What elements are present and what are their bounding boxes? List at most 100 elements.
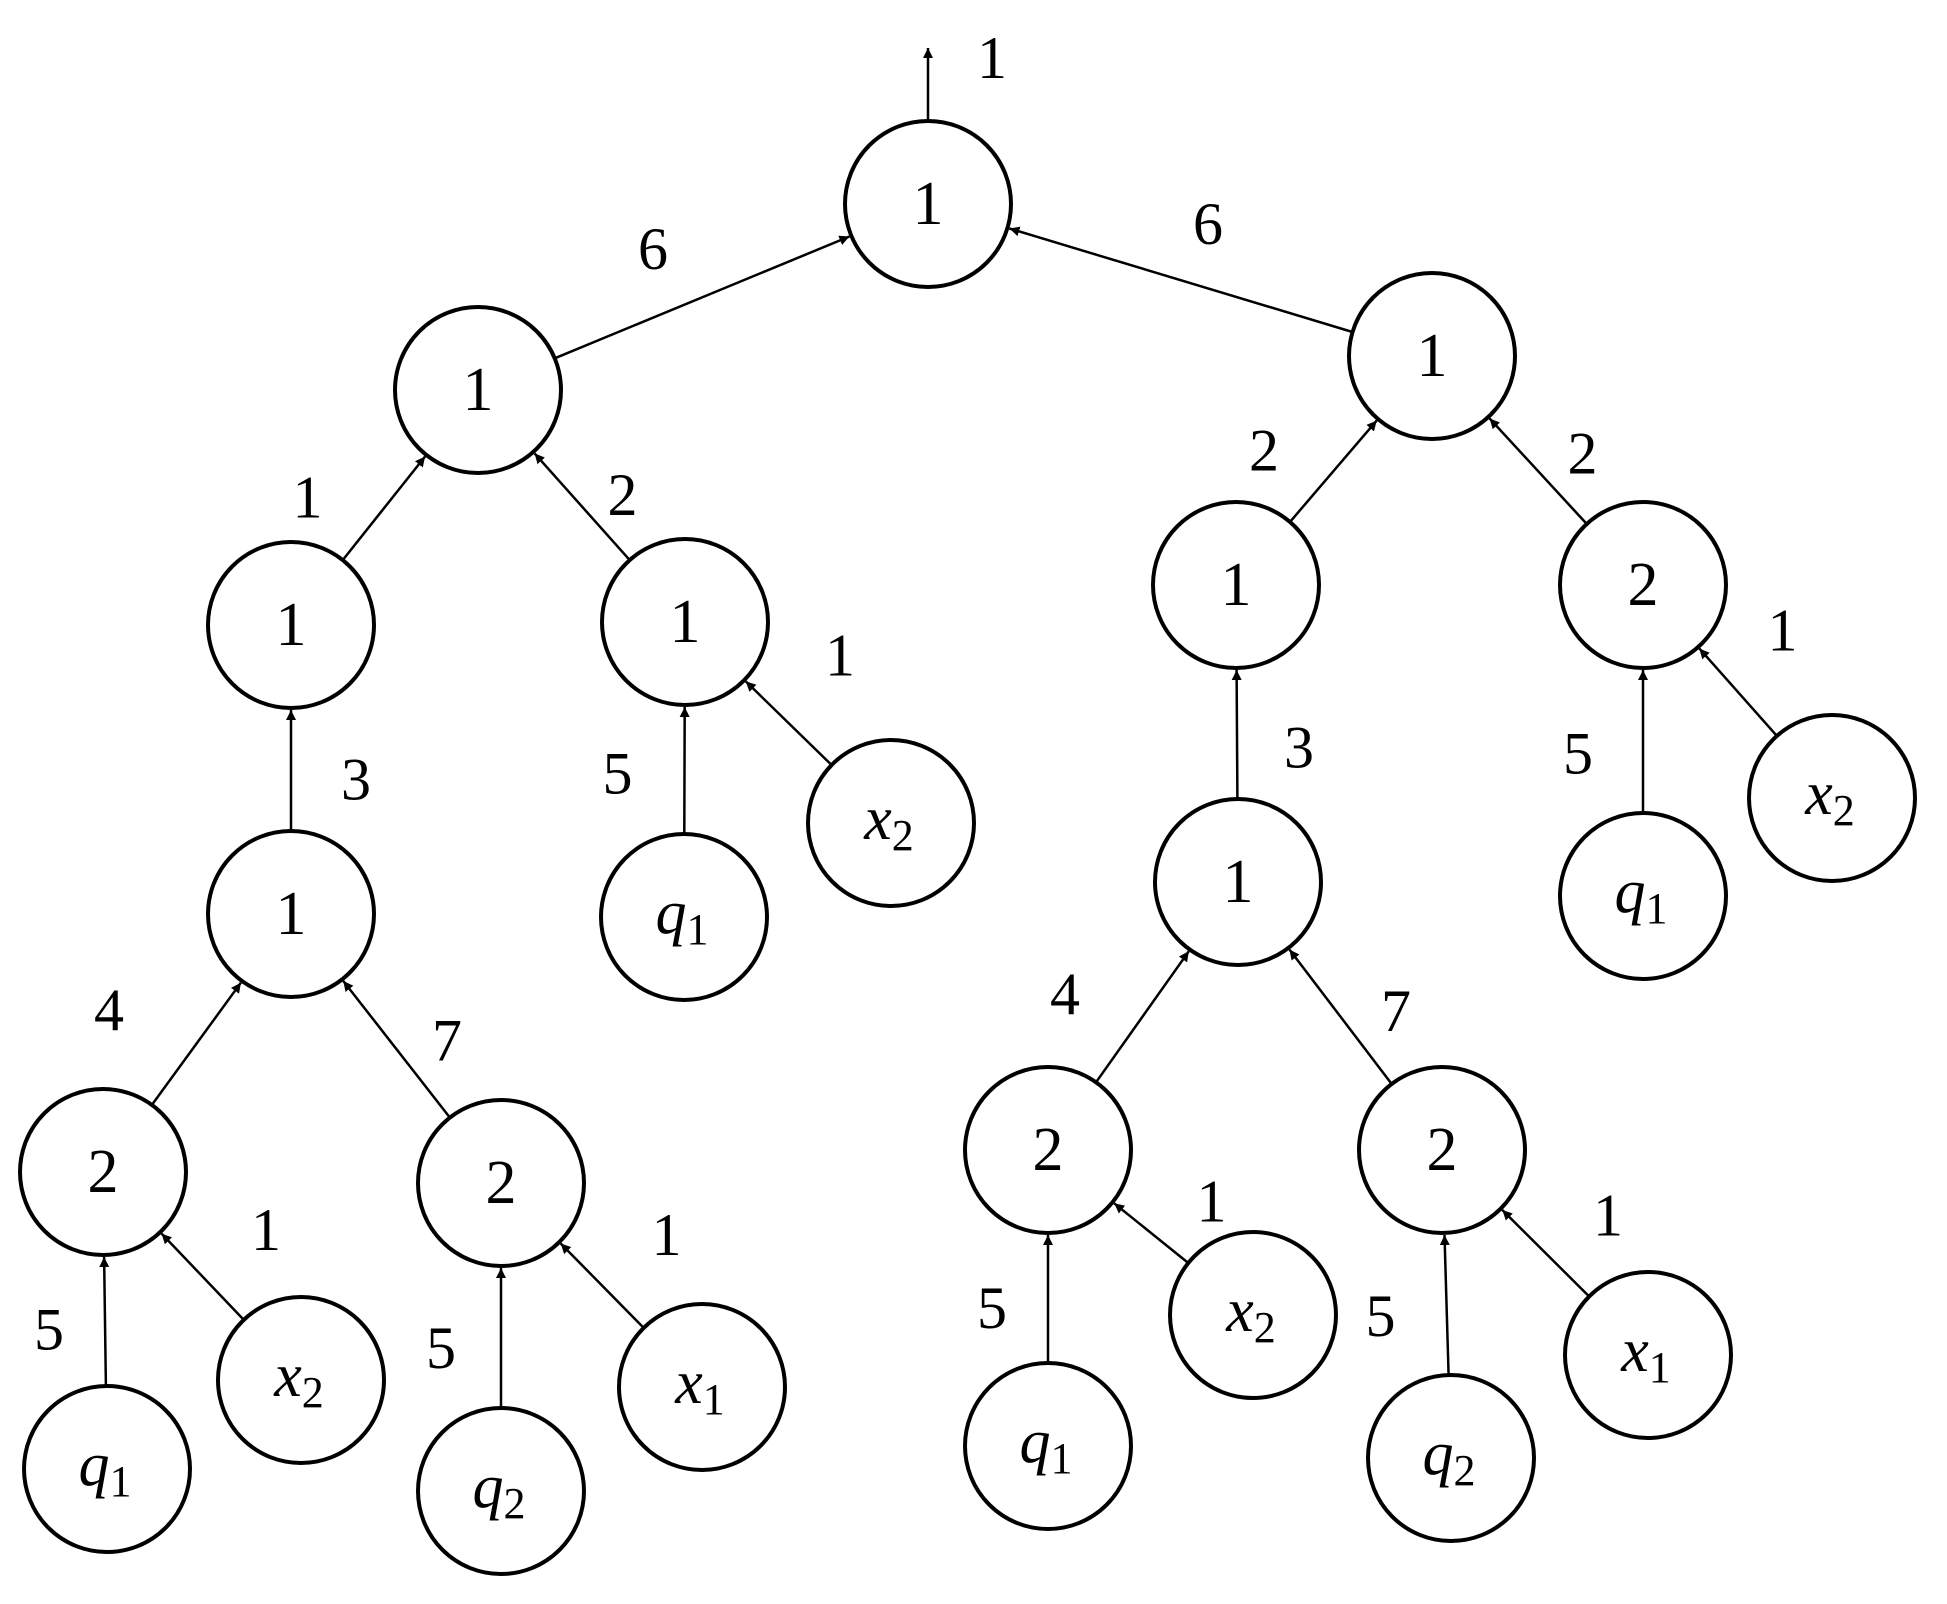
tree-node-n10: x2 [216,1295,386,1465]
node-circle-n17 [1558,811,1728,981]
edge-arrow-n13-to-n0 [1009,226,1353,334]
node-subscript-n17: 1 [1646,884,1668,933]
tree-node-n8: x2 [806,738,976,908]
node-symbol-n21: q [1020,1408,1051,1476]
edge-label-n4-to-n2: 3 [341,747,371,813]
edge-arrow-n1-to-n0 [554,235,850,360]
node-circle-n1 [393,305,563,475]
node-circle-n18 [1747,713,1917,883]
edge-label-n6-to-n4: 7 [432,1008,462,1074]
node-symbol-n23: q [1423,1420,1454,1488]
tree-node-n1: 1 [393,305,563,475]
tree-node-n11: q2 [416,1406,586,1576]
edge-label-n16-to-n14: 3 [1284,715,1314,781]
node-subscript-n7: 1 [687,905,709,954]
edge-label-n15-to-n13: 2 [1568,421,1598,487]
node-subscript-n11: 2 [504,1479,526,1528]
edge-arrow-n20-to-n16 [1288,948,1393,1085]
edge-label-n21-to-n19: 5 [977,1275,1007,1341]
tree-node-n6: 2 [416,1098,586,1268]
edge-label-n1-to-n0: 6 [638,216,668,282]
node-circle-n13 [1347,271,1517,441]
edge-arrow-n5-to-n4 [150,981,242,1106]
node-circle-n5 [18,1087,188,1257]
edge-label-n20-to-n16: 7 [1381,978,1411,1044]
node-label-n16: 1 [1223,848,1254,916]
node-label-n3: 1 [670,588,701,656]
edge-arrow-n3-to-n1 [533,452,631,561]
node-label-n12: x1 [674,1349,725,1424]
node-label-n23: q2 [1423,1420,1476,1495]
node-label-n22: x2 [1225,1277,1276,1352]
node-circle-n22 [1168,1230,1338,1400]
edge-arrow-n15-to-n13 [1488,417,1588,525]
edge-arrow-n18-to-n15 [1698,647,1778,737]
node-circle-n24 [1563,1270,1733,1440]
edge-label-n7-to-n3: 5 [603,741,633,807]
node-symbol-n10: x [273,1342,302,1410]
node-symbol-n7: q [656,879,687,947]
node-label-n13: 1 [1417,322,1448,390]
node-subscript-n9: 1 [110,1457,132,1506]
node-label-n18: x2 [1804,760,1855,835]
node-circle-n3 [600,537,770,707]
edge-label-n23-to-n20: 5 [1366,1283,1396,1349]
node-circle-n23 [1366,1373,1536,1543]
node-label-n7: q1 [656,879,709,954]
node-label-n15: 2 [1628,551,1659,619]
node-circle-n21 [963,1361,1133,1531]
edge-label-n12-to-n6: 1 [652,1202,682,1268]
node-circle-n19 [963,1065,1133,1235]
edge-label-n13-to-n0: 6 [1193,191,1223,257]
node-subscript-n10: 2 [302,1368,324,1417]
edge-arrow-n19-to-n16 [1094,950,1190,1084]
edge-label-n11-to-n6: 5 [426,1315,456,1381]
edge-label-n14-to-n13: 2 [1249,418,1279,484]
tree-node-n12: x1 [617,1302,787,1472]
node-symbol-n8: x [863,785,892,853]
node-circle-n7 [599,832,769,1002]
edge-label-n17-to-n15: 5 [1563,721,1593,787]
node-circle-n14 [1151,500,1321,670]
node-label-n10: x2 [273,1342,324,1417]
edge-label-n24-to-n20: 1 [1593,1183,1623,1249]
tree-node-n0: 1 [843,119,1013,289]
node-subscript-n22: 2 [1254,1303,1276,1352]
node-symbol-n17: q [1615,858,1646,926]
node-label-n24: x1 [1620,1317,1671,1392]
node-circle-n16 [1153,797,1323,967]
tree-node-n17: q1 [1558,811,1728,981]
tree-node-n23: q2 [1366,1373,1536,1543]
edge-label-n5-to-n4: 4 [94,977,124,1043]
node-symbol-n9: q [79,1431,110,1499]
tree-node-n5: 2 [18,1087,188,1257]
node-label-n8: x2 [863,785,914,860]
edge-label-n3-to-n1: 2 [608,462,638,528]
edge-label-n10-to-n5: 1 [251,1197,281,1263]
edge-label-n8-to-n3: 1 [825,623,855,689]
node-label-n1: 1 [463,356,494,424]
node-symbol-n11: q [473,1453,504,1521]
node-subscript-n24: 1 [1649,1343,1671,1392]
tree-node-n20: 2 [1357,1065,1527,1235]
node-subscript-n18: 2 [1833,786,1855,835]
tree-node-n24: x1 [1563,1270,1733,1440]
edge-arrow-n23-to-n20 [1439,1234,1450,1376]
node-label-n19: 2 [1033,1116,1064,1184]
node-label-n5: 2 [88,1138,119,1206]
tree-node-n13: 1 [1347,271,1517,441]
node-circle-n12 [617,1302,787,1472]
tree-node-n21: q1 [963,1361,1133,1531]
node-symbol-n12: x [674,1349,703,1417]
node-label-n0: 1 [913,170,944,238]
node-circle-n11 [416,1406,586,1576]
node-label-n4: 1 [276,880,307,948]
edge-label-n22-to-n19: 1 [1197,1169,1227,1235]
edge-arrow-n8-to-n3 [744,680,833,766]
node-symbol-n24: x [1620,1317,1649,1385]
tree-node-n3: 1 [600,537,770,707]
node-label-n2: 1 [276,591,307,659]
